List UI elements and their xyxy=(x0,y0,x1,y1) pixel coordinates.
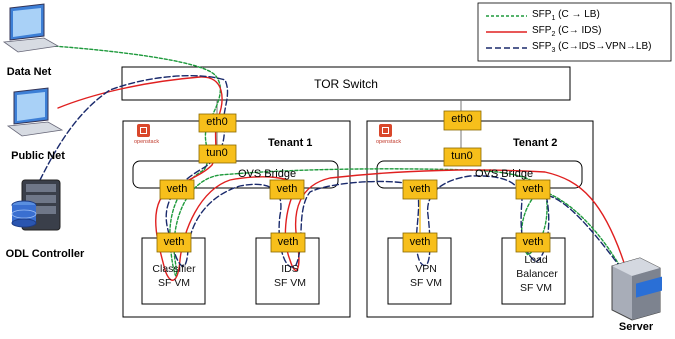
tenant1-vm2-veth-label: veth xyxy=(277,236,299,248)
tenant2-veth-a xyxy=(402,179,438,200)
tenant2-vm2-sub: SF VM xyxy=(519,282,553,294)
legend-sfp1-text: (C → LB) xyxy=(558,9,600,20)
tenant1-veth-a xyxy=(159,179,195,200)
tenant2-vm2-name2: Balancer xyxy=(516,268,558,280)
tenant2-tun0 xyxy=(443,147,482,167)
tor-switch-label: TOR Switch xyxy=(314,77,378,91)
legend-sfp1-sub: 1 xyxy=(551,15,556,22)
tenant1-vm1-veth xyxy=(156,232,192,253)
legend-item-sfp2: SFP2 (C→ IDS) xyxy=(532,25,601,38)
tenant1-veth-b-label: veth xyxy=(276,183,298,195)
legend-sfp1-prefix: SFP xyxy=(532,9,552,20)
tenant2-eth0 xyxy=(443,110,482,131)
tenant2-vm1-veth xyxy=(402,232,438,253)
tenant1-eth0 xyxy=(198,113,237,133)
tenant1-vm1-veth-label: veth xyxy=(163,236,185,248)
tenant2-vm1-name: VPN xyxy=(415,263,437,275)
odl-controller-icon xyxy=(11,179,61,231)
tenant2-openstack-logo xyxy=(379,124,392,137)
tenant2-veth-b xyxy=(515,179,551,200)
tenant2-vm2-veth xyxy=(515,232,551,253)
server-icon xyxy=(611,257,662,321)
tenant1-veth-b xyxy=(269,179,305,200)
public-net-laptop-icon xyxy=(6,87,64,137)
sfp3-path xyxy=(39,74,631,281)
legend-sfp3-sub: 3 xyxy=(551,47,556,54)
odl-controller-label: ODL Controller xyxy=(5,248,85,260)
tenant2-bridge-label: OVS Bridge xyxy=(475,168,534,180)
tenant2-vm1-sub: SF VM xyxy=(409,277,443,289)
tenant1-vm1-name: Classifier xyxy=(152,263,196,275)
legend-sfp2-prefix: SFP xyxy=(532,25,552,36)
server-label: Server xyxy=(618,321,654,333)
tenant2-eth0-label: eth0 xyxy=(451,113,473,125)
interfaces xyxy=(156,110,551,253)
tenant1-vm2-name: IDS xyxy=(281,263,299,275)
tenant1-openstack-text: openstack xyxy=(134,139,160,145)
tenant1-vm2-veth xyxy=(270,232,306,253)
legend-sfp2-sub: 2 xyxy=(551,31,556,38)
tenant1-eth0-label: eth0 xyxy=(206,116,228,128)
tenant1-vm2-sub: SF VM xyxy=(273,277,307,289)
tenant2-veth-b-label: veth xyxy=(522,183,544,195)
tenant2-tun0-label: tun0 xyxy=(451,150,473,162)
tenant1-bridge-label: OVS Bridge xyxy=(238,168,297,180)
tenant2-vm2-name: Load xyxy=(524,254,548,266)
legend-item-sfp3: SFP3 (C→IDS→VPN→LB) xyxy=(532,41,652,54)
legend-sfp3-text: (C→IDS→VPN→LB) xyxy=(558,41,652,52)
tenant1-veth-a-label: veth xyxy=(166,183,188,195)
legend-sfp3-prefix: SFP xyxy=(532,41,552,52)
legend-sfp2-text: (C→ IDS) xyxy=(558,25,602,36)
tor-switch-box xyxy=(121,66,571,101)
data-net-label: Data Net xyxy=(6,66,52,78)
tenant2-vm1-veth-label: veth xyxy=(409,236,431,248)
tenant2-veth-a-label: veth xyxy=(409,183,431,195)
data-net-laptop-icon xyxy=(2,3,60,53)
tenant1-vm1-sub: SF VM xyxy=(157,277,191,289)
tenant1-openstack-logo xyxy=(137,124,150,137)
tenant1-tun0 xyxy=(198,144,237,164)
tenant1-tun0-label: tun0 xyxy=(206,147,228,159)
tenant2-title: Tenant 2 xyxy=(513,137,558,149)
tenant1-title: Tenant 1 xyxy=(268,137,313,149)
legend-item-sfp1: SFP1 (C → LB) xyxy=(532,9,600,22)
tenant2-openstack-text: openstack xyxy=(376,139,402,145)
public-net-label: Public Net xyxy=(11,150,65,162)
tenant2-vm2-veth-label: veth xyxy=(522,236,544,248)
